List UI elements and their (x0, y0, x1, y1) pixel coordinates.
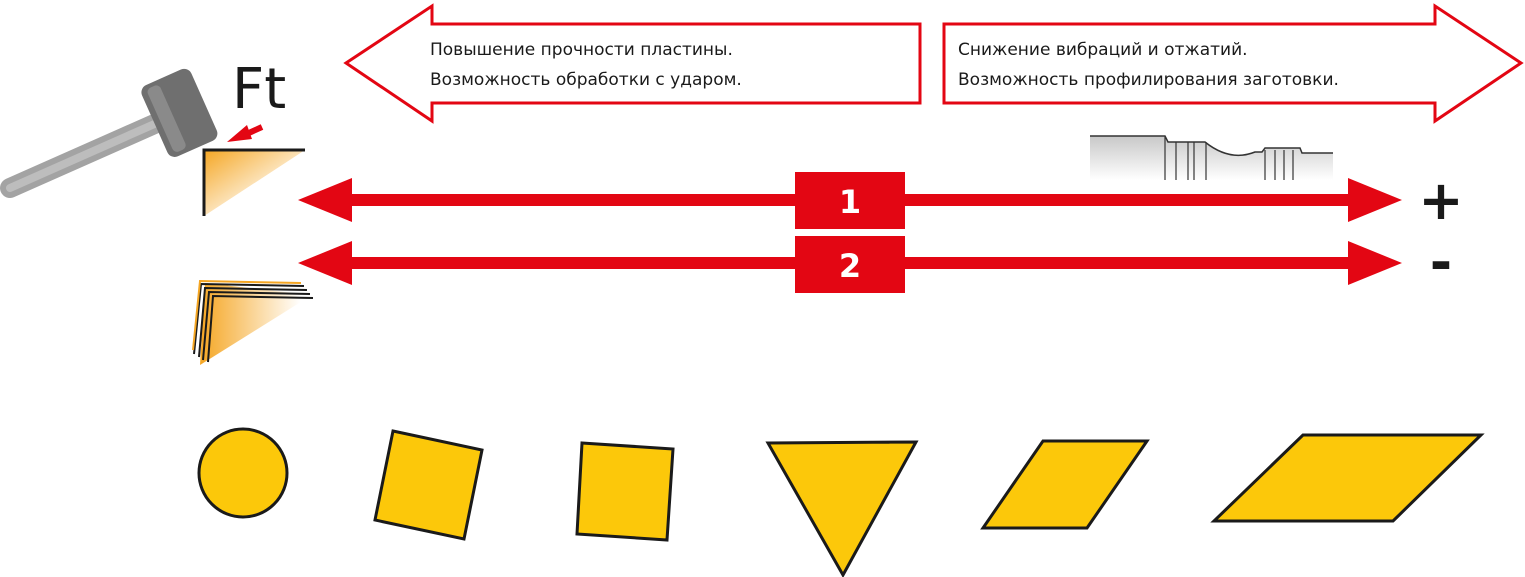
scale-1-label-box (795, 172, 905, 229)
left-banner-line2: Возможность обработки с ударом. (430, 70, 742, 90)
scale-2: 2 - (298, 231, 1452, 294)
left-banner-arrow-shape (343, 3, 922, 124)
right-banner-arrow-shape (942, 3, 1524, 124)
round-insert-shape (197, 427, 289, 519)
triangle-insert-shape (765, 440, 919, 577)
scale-2-label: 2 (839, 247, 861, 285)
right-banner: Снижение вибраций и отжатий. Возможность… (942, 3, 1524, 124)
hammer-icon (0, 68, 218, 198)
turned-profile-icon (1090, 135, 1333, 180)
scale-2-left-arrowhead (298, 241, 352, 285)
scale-2-end-sign: - (1430, 231, 1452, 294)
square-insert-shape (575, 441, 675, 542)
rhombus-55-insert-shape (980, 439, 1150, 530)
force-label: Ft (232, 57, 286, 122)
scale-1: 1 + (298, 169, 1464, 232)
left-banner: Повышение прочности пластины. Возможност… (343, 3, 922, 124)
scale-1-left-arrowhead (298, 178, 352, 222)
square-rotated-insert-shape (373, 429, 484, 541)
scale-2-right-arrowhead (1348, 241, 1402, 285)
right-banner-line1: Снижение вибраций и отжатий. (958, 40, 1248, 60)
sharp-corner-insert-icon (202, 148, 305, 216)
insert-shapes-row (197, 427, 1485, 577)
scale-2-label-box (795, 236, 905, 293)
left-banner-line1: Повышение прочности пластины. (430, 40, 733, 60)
right-banner-line2: Возможность профилирования заготовки. (958, 70, 1339, 90)
scale-1-right-arrowhead (1348, 178, 1402, 222)
scale-1-label: 1 (839, 183, 861, 221)
scale-1-end-sign: + (1418, 169, 1463, 232)
rhombus-35-insert-shape (1210, 433, 1485, 523)
rounded-corner-insert-icon (192, 279, 314, 365)
force-arrow-icon (227, 124, 264, 142)
